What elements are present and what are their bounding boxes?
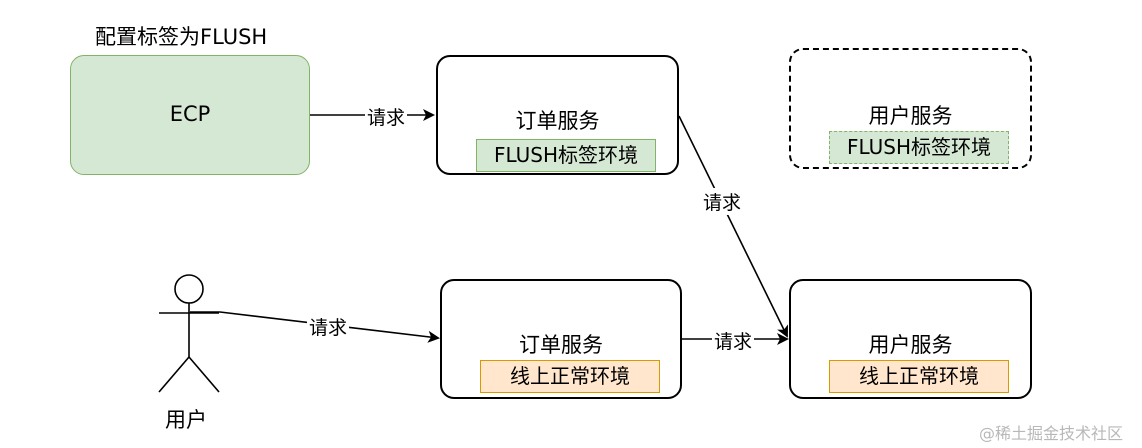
ecp-box[interactable]: ECP — [70, 55, 310, 175]
order-service-online-title: 订单服务 — [519, 333, 603, 357]
user-service-online-box[interactable]: 用户服务 线上正常环境 — [789, 279, 1032, 399]
edge-actor-to-order — [190, 311, 440, 343]
ecp-caption: 配置标签为FLUSH — [95, 25, 268, 49]
order-service-flush-title: 订单服务 — [515, 109, 600, 133]
user-service-flush-box[interactable]: 用户服务 FLUSH标签环境 — [789, 48, 1032, 169]
order-service-online-tag: 线上正常环境 — [480, 360, 660, 393]
edge-order-flush-to-user-online — [678, 115, 788, 338]
order-service-flush-box[interactable]: 订单服务 FLUSH标签环境 — [436, 55, 679, 175]
user-service-flush-tag: FLUSH标签环境 — [829, 131, 1009, 164]
edge-label-actor-to-order: 请求 — [307, 313, 350, 340]
order-service-online-box[interactable]: 订单服务 线上正常环境 — [440, 279, 682, 399]
watermark: @稀土掘金技术社区 — [979, 424, 1124, 443]
user-service-online-title: 用户服务 — [868, 333, 953, 357]
ecp-label: ECP — [169, 102, 211, 126]
order-service-flush-tag: FLUSH标签环境 — [476, 139, 656, 172]
user-service-flush-title: 用户服务 — [868, 104, 953, 128]
edge-label-order-flush-to-user-online: 请求 — [701, 188, 744, 215]
edge-label-order-online-to-user-online: 请求 — [712, 327, 755, 354]
edge-label-ecp-to-order: 请求 — [365, 103, 408, 130]
actor-icon — [158, 274, 220, 393]
user-service-online-tag: 线上正常环境 — [829, 360, 1009, 393]
actor-label: 用户 — [165, 408, 207, 432]
